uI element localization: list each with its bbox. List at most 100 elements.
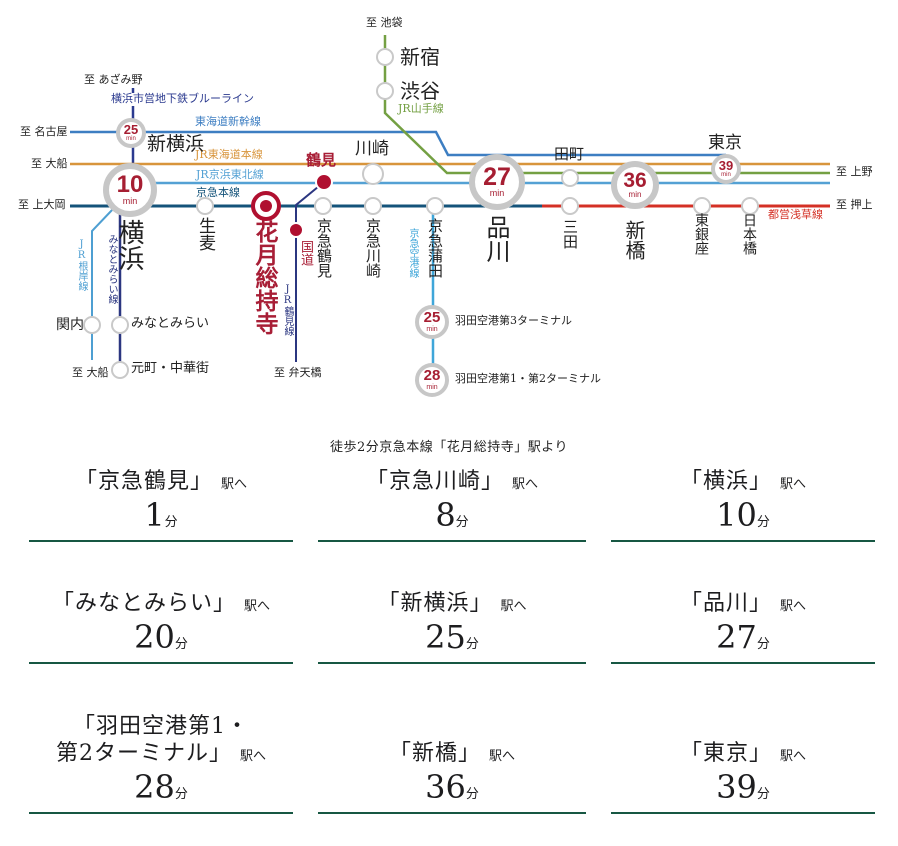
time-badge-shinagawa: 27 min: [469, 154, 525, 210]
cell-time: 28分: [134, 767, 188, 806]
yamanote-line-path: [383, 35, 830, 175]
access-cell-keikyu-kawasaki: 「京急川崎」 駅へ 8分: [318, 456, 586, 542]
minute-unit: 分: [164, 514, 178, 530]
terminal-ikebukuro: 至 池袋: [366, 16, 403, 29]
access-cell-minatomirai: 「みなとみらい」 駅へ 20分: [29, 586, 293, 664]
line-label-tsurumi-line: JR鶴見線: [282, 284, 293, 336]
minute-unit: 分: [756, 514, 770, 530]
minute-unit: 分: [756, 786, 770, 802]
terminal-azamino: 至 あざみ野: [84, 73, 143, 86]
station-dot-kokudo: [288, 222, 304, 238]
station-label-tamachi: 田町: [554, 145, 585, 163]
station-dot-motomachi: [111, 361, 129, 379]
cell-station-name: 「新横浜」 駅へ: [377, 591, 527, 617]
station-dot-higashi-ginza: [693, 197, 711, 215]
access-cell-haneda-terminal12: 「羽田空港第1・第2ターミナル」 駅へ 28分: [29, 706, 293, 814]
access-cell-tokyo: 「東京」 駅へ 39分: [611, 706, 875, 814]
station-label-shibuya: 渋谷: [400, 79, 440, 103]
cell-station-name: 「横浜」 駅へ: [679, 469, 807, 495]
time-badge-shin-yokohama: 25 min: [116, 118, 146, 148]
eki-suffix: 駅へ: [780, 599, 807, 615]
station-label-haneda-t12: 羽田空港第1・第2ターミナル: [455, 372, 601, 385]
station-label-kagetsu-sojiji: 花月総持寺: [251, 220, 278, 335]
cell-time: 8分: [435, 495, 469, 534]
station-dot-tamachi: [561, 169, 579, 187]
line-label-asakusa: 都営浅草線: [768, 208, 823, 221]
line-label-shinkansen: 東海道新幹線: [195, 115, 261, 128]
terminal-oshiage: 至 押上: [836, 198, 873, 211]
station-dot-minatomirai: [111, 316, 129, 334]
terminal-ofuna-west: 至 大船: [31, 157, 68, 170]
time-badge-yokohama: 10 min: [103, 163, 157, 217]
access-cell-shin-yokohama: 「新横浜」 駅へ 25分: [318, 586, 586, 664]
railway-diagram: 10 min 25 min 27 min 36 min 39 min 25 mi…: [18, 16, 873, 397]
cell-station-name: 「新橋」 駅へ: [388, 741, 516, 767]
station-dot-keikyu-kawasaki: [364, 197, 382, 215]
cell-station-name: 「京急鶴見」 駅へ: [74, 469, 248, 495]
grid-row-3: 「羽田空港第1・第2ターミナル」 駅へ 28分 「新橋」 駅へ 36分 「東京」…: [29, 706, 875, 814]
cell-station-name: 「京急川崎」 駅へ: [365, 469, 539, 495]
station-label-minatomirai: みなとみらい: [131, 316, 210, 331]
eki-suffix: 駅へ: [500, 599, 527, 615]
station-dot-nihombashi: [741, 197, 759, 215]
kagetsu-sojiji-marker-core: [260, 200, 272, 212]
terminal-kamiooka: 至 上大岡: [18, 198, 66, 211]
eki-suffix: 駅へ: [780, 749, 807, 765]
eki-suffix: 駅へ: [244, 599, 271, 615]
line-label-tokaido-main: JR東海道本線: [195, 148, 263, 161]
cell-time: 36分: [425, 767, 479, 806]
cell-time: 27分: [716, 617, 770, 656]
station-label-keikyu-kamata: 京急蒲田: [426, 218, 444, 278]
badge-minutes: 39: [718, 157, 734, 173]
badge-minutes: 28: [423, 367, 441, 385]
cell-time: 1分: [144, 495, 178, 534]
station-label-keikyu-tsurumi: 京急鶴見: [315, 218, 333, 278]
station-label-kannai: 関内: [56, 317, 84, 333]
line-label-negishi: JR根岸線: [76, 239, 87, 291]
badge-minutes: 25: [423, 309, 441, 327]
shinkansen-line-path: [70, 130, 726, 157]
badge-minutes: 25: [123, 121, 139, 137]
terminal-ofuna-south: 至 大船: [72, 366, 109, 379]
time-badge-haneda-t12: 28 min: [415, 363, 449, 397]
minute-unit: 分: [174, 786, 188, 802]
station-label-tokyo: 東京: [708, 133, 742, 153]
line-label-keihin-tohoku: JR京浜東北線: [196, 168, 264, 181]
eki-suffix: 駅へ: [221, 477, 248, 493]
station-label-kawasaki: 川崎: [355, 139, 389, 159]
cell-station-name: 「東京」 駅へ: [679, 741, 807, 767]
cell-station-name: 「品川」 駅へ: [679, 591, 807, 617]
eki-suffix: 駅へ: [512, 477, 539, 493]
station-label-nihombashi: 日本橋: [741, 213, 757, 255]
grid-row-1: 「京急鶴見」 駅へ 1分 「京急川崎」 駅へ 8分 「横浜」 駅へ 10分: [29, 456, 875, 542]
minute-unit: 分: [465, 786, 479, 802]
station-dot-mita: [561, 197, 579, 215]
station-dot-keikyu-kamata: [426, 197, 444, 215]
station-label-yokohama: 横浜: [114, 219, 144, 271]
station-dot-tsurumi: [315, 173, 333, 191]
eki-suffix: 駅へ: [239, 749, 266, 765]
cell-time: 10分: [716, 495, 770, 534]
walk-access-caption: 徒歩2分京急本線「花月総持寺」駅より: [329, 440, 568, 455]
line-label-keikyu-main: 京急本線: [196, 186, 240, 199]
access-cell-keikyu-tsurumi: 「京急鶴見」 駅へ 1分: [29, 456, 293, 542]
badge-minutes: 36: [623, 169, 647, 193]
station-label-shinjuku: 新宿: [400, 45, 440, 69]
badge-minutes: 10: [116, 171, 144, 199]
station-label-kokudo: 国道: [298, 240, 313, 266]
station-dot-shibuya: [376, 82, 394, 100]
station-dot-kawasaki: [362, 163, 384, 185]
badge-unit: min: [126, 136, 136, 143]
cell-time: 39分: [716, 767, 770, 806]
cell-time: 20分: [134, 617, 188, 656]
line-label-blue-line: 横浜市営地下鉄ブルーライン: [110, 92, 255, 106]
terminal-ueno: 至 上野: [836, 165, 873, 178]
terminal-nagoya: 至 名古屋: [20, 125, 68, 138]
terminal-bentenbashi: 至 弁天橋: [274, 366, 322, 379]
line-label-yamanote: JR山手線: [398, 102, 444, 115]
time-badge-tokyo: 39 min: [711, 154, 741, 184]
access-cell-shimbashi: 「新橋」 駅へ 36分: [318, 706, 586, 814]
time-badge-haneda-t3: 25 min: [415, 305, 449, 339]
station-label-motomachi: 元町・中華街: [131, 361, 210, 376]
access-cell-yokohama: 「横浜」 駅へ 10分: [611, 456, 875, 542]
